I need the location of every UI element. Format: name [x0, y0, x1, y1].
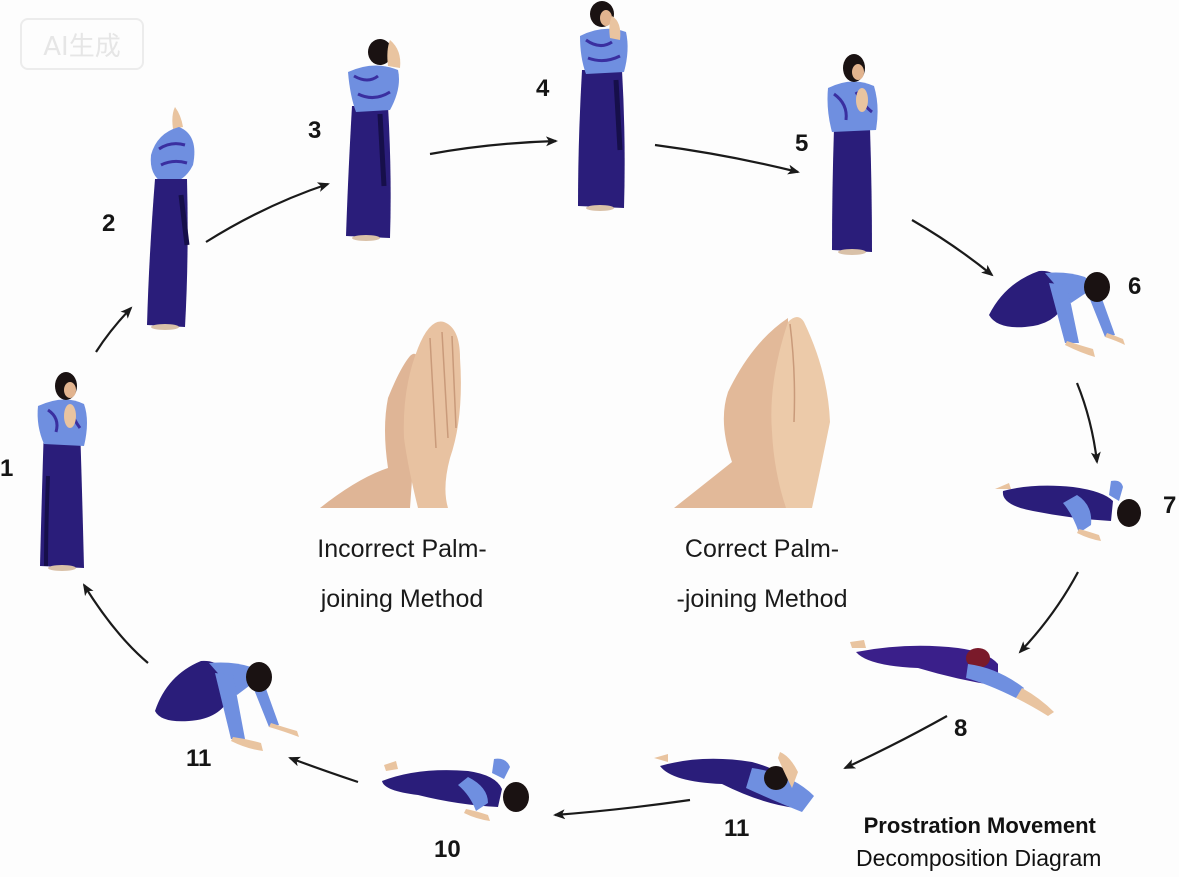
- step-8-label: 8: [954, 715, 968, 742]
- figure-step-3: [346, 39, 401, 241]
- figure-step-10: [382, 758, 529, 821]
- incorrect-method-caption: Incorrect Palm- joining Method: [292, 524, 512, 624]
- step-3-label: 3: [308, 117, 322, 144]
- figure-step-4: [578, 1, 628, 211]
- arrow-7-to-8: [1018, 571, 1079, 654]
- joined-palms-correct-icon: [674, 317, 830, 508]
- step-2-label: 2: [102, 210, 116, 237]
- figure-step-8: [850, 640, 1054, 716]
- step-4-label: 4: [536, 75, 550, 102]
- incorrect-caption-line1: Incorrect Palm-: [317, 535, 487, 563]
- step-6-label: 6: [1128, 273, 1142, 300]
- arrow-1-to-2: [95, 306, 133, 353]
- step-11-label: 11: [724, 815, 750, 842]
- figure-step-5: [827, 54, 878, 255]
- step-7-label: 7: [1163, 492, 1177, 519]
- figure-step-1: [37, 372, 87, 571]
- correct-method-caption: Correct Palm- -joining Method: [652, 524, 872, 624]
- step-11b-label: 11: [186, 745, 212, 772]
- arrow-3-to-4: [429, 136, 558, 156]
- arrow-10-to-11b: [288, 756, 359, 784]
- joined-palms-incorrect-icon: [320, 321, 461, 508]
- diagram-title-line1: Prostration Movement: [863, 813, 1096, 838]
- step-1-label: 1: [0, 455, 14, 482]
- arrow-2-to-3: [205, 182, 330, 243]
- step-10-label: 10: [434, 836, 461, 863]
- correct-caption-line2: -joining Method: [676, 585, 848, 613]
- arrow-5-to-6: [911, 219, 994, 277]
- diagram-title: Prostration Movement Decomposition Diagr…: [856, 810, 1102, 874]
- figure-step-2: [147, 107, 195, 330]
- arrow-4-to-5: [654, 143, 800, 175]
- arrow-8-to-11: [843, 715, 948, 769]
- step-5-label: 5: [795, 130, 809, 157]
- correct-caption-line1: Correct Palm-: [684, 535, 840, 563]
- figure-step-6: [989, 270, 1125, 357]
- arrow-6-to-7: [1075, 382, 1101, 464]
- arrow-11b-to-1: [82, 583, 149, 664]
- arrow-11-to-10: [553, 798, 691, 820]
- figure-step-7: [995, 480, 1141, 541]
- figure-step-11: [654, 752, 814, 812]
- ai-generated-watermark: AI生成: [20, 18, 144, 70]
- diagram-title-line2: Decomposition Diagram: [856, 845, 1102, 871]
- figure-step-11b: [155, 660, 299, 751]
- incorrect-caption-line2: joining Method: [320, 585, 484, 613]
